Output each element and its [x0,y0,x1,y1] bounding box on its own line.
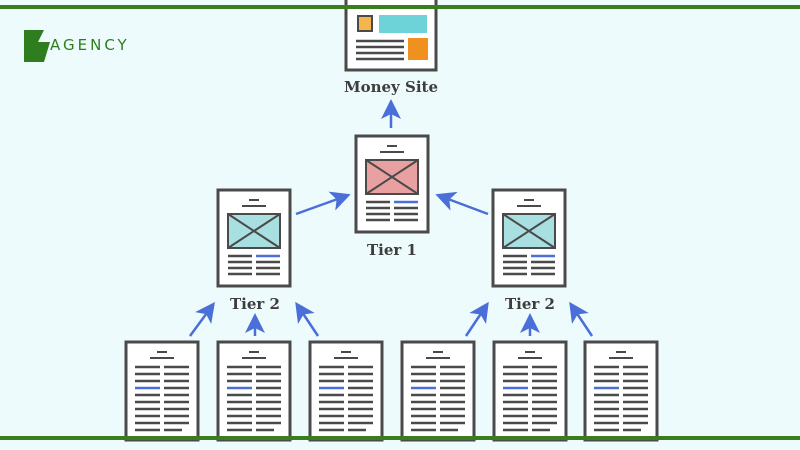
page [308,340,384,442]
orange-square [357,15,373,32]
orange-block [408,38,428,60]
tier3-doc-6 [583,340,659,442]
teal-banner [379,15,427,33]
logo-mark [24,30,50,62]
top-border-band [0,5,800,9]
image-cross [365,159,419,195]
tier2-left-label: Tier 2 [230,295,280,313]
tier1-doc [354,134,430,234]
image-cross [502,213,556,249]
arrow [295,191,351,216]
page [400,340,476,442]
page [583,340,659,442]
logo-text: AGENCY [50,36,130,54]
arrow [435,191,489,216]
money-site-doc [344,0,438,72]
tier3-doc-4 [400,340,476,442]
money-site-label: Money Site [344,78,438,96]
arrow [188,301,215,337]
tier3-doc-1 [124,340,200,442]
tier2-right-label: Tier 2 [505,295,555,313]
bottom-border-band [0,436,800,440]
page [124,340,200,442]
tier3-doc-5 [492,340,568,442]
tier2-left-doc [216,188,292,288]
tier3-doc-3 [308,340,384,442]
tier3-doc-2 [216,340,292,442]
arrow [464,301,489,337]
arrow [295,301,320,337]
tier2-right-doc [491,188,567,288]
tier1-label: Tier 1 [367,241,417,259]
page [216,340,292,442]
page [492,340,568,442]
arrow [569,301,594,337]
logo: AGENCY [24,30,130,62]
image-cross [227,213,281,249]
